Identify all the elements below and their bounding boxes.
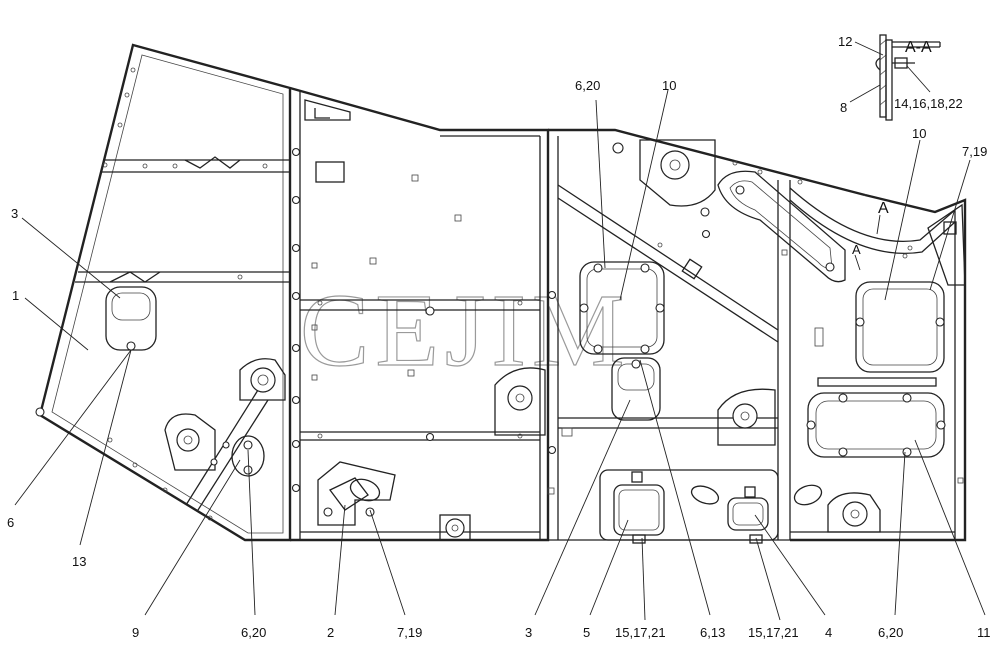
label-14-16-18-22: 14,16,18,22 bbox=[894, 96, 963, 111]
label-section-a-upper: A bbox=[878, 200, 889, 217]
label-15-17-21-right: 15,17,21 bbox=[748, 625, 799, 640]
label-12: 12 bbox=[838, 34, 852, 49]
label-7-19-bottom: 7,19 bbox=[397, 625, 422, 640]
label-5: 5 bbox=[583, 625, 590, 640]
label-6: 6 bbox=[7, 515, 14, 530]
right-end-panel bbox=[789, 187, 967, 542]
left-side-panel bbox=[35, 43, 292, 542]
label-15-17-21-left: 15,17,21 bbox=[615, 625, 666, 640]
section-a-a-detail: A-A bbox=[875, 34, 941, 121]
label-2: 2 bbox=[327, 625, 334, 640]
label-9: 9 bbox=[132, 625, 139, 640]
label-4: 4 bbox=[825, 625, 832, 640]
label-6-13: 6,13 bbox=[700, 625, 725, 640]
right-center-panel bbox=[547, 128, 866, 544]
label-8: 8 bbox=[840, 100, 847, 115]
label-7-19-right: 7,19 bbox=[962, 144, 987, 159]
label-section-a-lower: A bbox=[852, 242, 861, 257]
watermark: CEJIM bbox=[300, 273, 630, 388]
label-10-right: 10 bbox=[912, 126, 926, 141]
label-6-20-top: 6,20 bbox=[575, 78, 600, 93]
label-6-20-right: 6,20 bbox=[878, 625, 903, 640]
label-11: 11 bbox=[977, 625, 991, 640]
leader-lines bbox=[14, 41, 986, 621]
label-6-20-bottom: 6,20 bbox=[241, 625, 266, 640]
label-1: 1 bbox=[12, 288, 19, 303]
callout-labels: 3 1 6 13 9 6,20 2 7,19 3 5 15,17,21 6,13… bbox=[7, 34, 991, 640]
label-10-top: 10 bbox=[662, 78, 676, 93]
label-13: 13 bbox=[72, 554, 86, 569]
center-panel bbox=[289, 86, 550, 542]
label-3-left: 3 bbox=[11, 206, 18, 221]
label-3-center: 3 bbox=[525, 625, 532, 640]
